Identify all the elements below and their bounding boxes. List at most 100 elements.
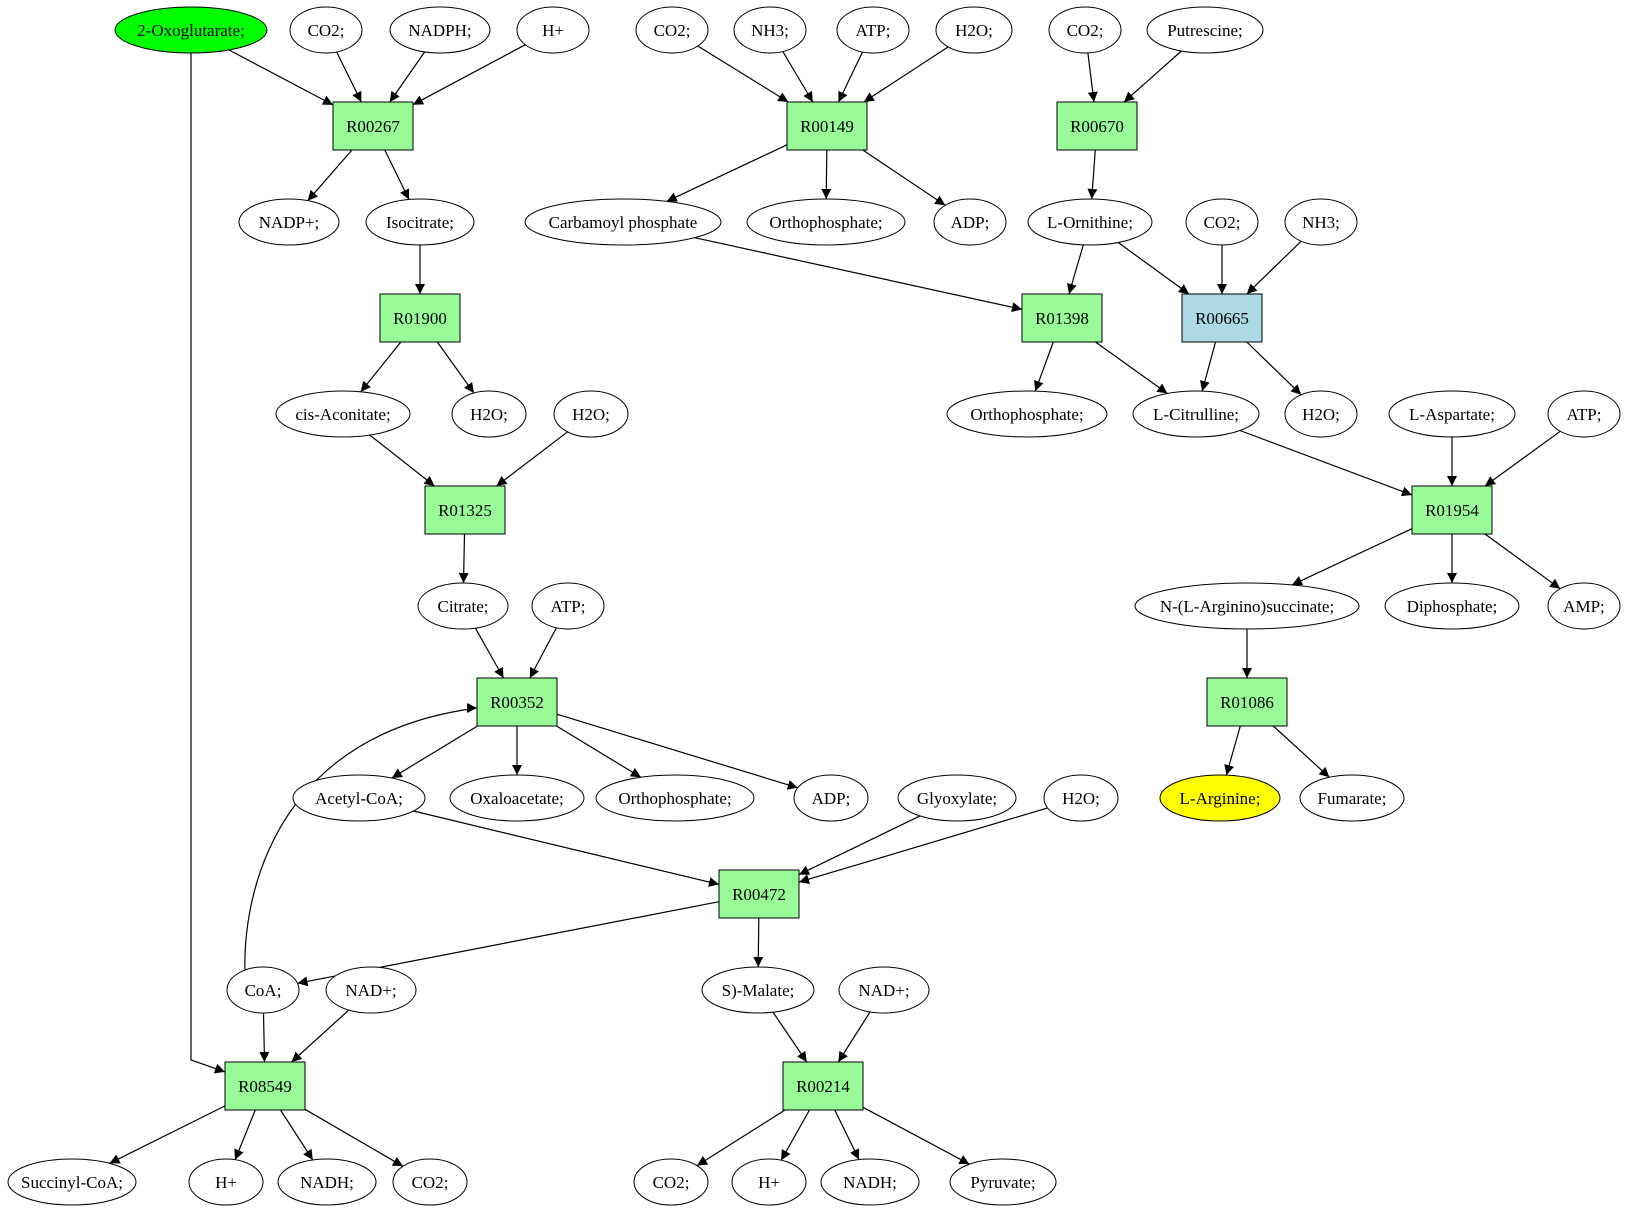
node-label: H2O; [1302,405,1340,424]
edge-c_h2o_a-to-r_R00149 [863,46,949,103]
compound-ellipse [1132,390,1260,438]
reaction-box [782,1061,864,1111]
compound-ellipse [1146,6,1264,54]
node-label: Isocitrate; [386,213,454,232]
compound-node-c_hplus_b: H+ [188,1158,264,1206]
compound-node-c_atp_a: ATP; [836,6,910,54]
node-label: NH3; [751,21,789,40]
compound-node-c_nh3_a: NH3; [733,6,807,54]
reaction-box [1021,293,1103,343]
edge-r_R00670-to-c_ornithine [1087,149,1098,200]
edge-c_citrate-to-r_R00352 [474,627,505,679]
node-label: L-Arginine; [1180,789,1261,808]
edge-c_nadplus_a-to-r_R08549 [291,1009,350,1063]
reaction-node-r_R00352: R00352 [476,677,558,727]
compound-ellipse [1547,582,1621,630]
compound-node-c_aspartate: L-Aspartate; [1388,390,1516,438]
compound-node-c_nh3_b: NH3; [1284,198,1358,246]
node-label: CoA; [245,981,282,1000]
compound-ellipse [114,6,268,54]
compound-ellipse [1027,198,1153,246]
edge-c_co2_b-to-r_R00149 [697,45,789,103]
node-label: H+ [758,1173,780,1192]
compound-ellipse [417,582,509,630]
edge-r_R00665-to-c_h2o_d [1246,341,1302,396]
compound-ellipse [449,774,585,822]
compound-node-c_h2o_d: H2O; [1284,390,1358,438]
compound-node-c_h2o_a: H2O; [935,6,1013,54]
reaction-node-r_R01954: R01954 [1411,485,1493,535]
node-label: R00665 [1195,309,1249,328]
edge-c_carbamoyl-to-r_R01398 [694,237,1023,313]
edge-c_co2_c-to-r_R00670 [1087,52,1098,103]
compound-ellipse [1284,198,1358,246]
compound-ellipse [746,198,906,246]
edge-r_R00472-to-c_smalate [753,917,764,968]
compound-ellipse [836,6,910,54]
edge-c_putrescine-to-r_R00670 [1123,50,1182,103]
compound-ellipse [820,1158,920,1206]
edge-r_R01954-to-c_argsucc [1291,528,1413,586]
reaction-box [1206,677,1288,727]
compound-ellipse [1134,582,1360,630]
edge-r_R08549-to-c_hplus_b [234,1109,256,1160]
reaction-node-r_R01900: R01900 [379,293,461,343]
edge-c_atp_b-to-r_R01954 [1484,430,1561,487]
reaction-node-r_R00149: R00149 [786,101,868,151]
compound-node-c_diphosphate: Diphosphate; [1384,582,1520,630]
compound-node-c_h2o_c: H2O; [553,390,629,438]
edge-c_acetylcoa-to-r_R00472 [413,810,720,887]
compound-ellipse [793,774,869,822]
node-label: R00149 [800,117,854,136]
reaction-box [786,101,868,151]
reaction-node-r_R00670: R00670 [1056,101,1138,151]
edge-c_nh3_b-to-r_R00665 [1246,240,1302,295]
compound-node-c_argsucc: N-(L-Arginino)succinate; [1134,582,1360,630]
node-label: Oxaloacetate; [470,789,563,808]
node-label: Carbamoyl phosphate [549,213,698,232]
compound-ellipse [838,966,930,1014]
compound-node-c_co2_e: CO2; [392,1158,468,1206]
node-label: H2O; [470,405,508,424]
reaction-node-r_R00472: R00472 [718,869,800,919]
compound-node-c_nadplus_a: NAD+; [325,966,417,1014]
node-label: ADP; [812,789,851,808]
node-label: CO2; [1067,21,1104,40]
compound-node-c_hplus_c: H+ [731,1158,807,1206]
node-label: Citrate; [438,597,489,616]
compound-node-c_adp_b: ADP; [793,774,869,822]
node-label: H+ [542,21,564,40]
edge-r_R00267-to-c_isocitrate [384,149,410,200]
reaction-node-r_R08549: R08549 [224,1061,306,1111]
compound-ellipse [524,198,722,246]
compound-node-c_isocitrate: Isocitrate; [365,198,475,246]
node-label: NAD+; [345,981,396,1000]
edge-r_R00214-to-c_co2_f [696,1109,786,1167]
edge-r_R01398-to-c_orthop_b [1034,341,1054,392]
node-label: NADP+; [259,213,320,232]
compound-ellipse [7,1158,137,1206]
node-label: NADH; [300,1173,354,1192]
compound-ellipse [1299,774,1405,822]
compound-ellipse [292,774,426,822]
compound-ellipse [238,198,340,246]
reaction-node-r_R01086: R01086 [1206,677,1288,727]
edge-r_R01086-to-c_arginine [1224,725,1241,776]
compound-node-c_carbamoyl: Carbamoyl phosphate [524,198,722,246]
compound-node-c_orthop_b: Orthophosphate; [946,390,1108,438]
edge-c_cisaconitate-to-r_R01325 [369,434,435,487]
compound-node-c_ornithine: L-Ornithine; [1027,198,1153,246]
edge-r_R00665-to-c_citrulline [1199,341,1217,392]
node-label: ATP; [856,21,891,40]
compound-node-c_succinylcoa: Succinyl-CoA; [7,1158,137,1206]
edge-c_2oxo-to-r_R08549 [190,53,226,1074]
node-label: R01398 [1035,309,1089,328]
node-label: Succinyl-CoA; [21,1173,123,1192]
node-label: Glyoxylate; [917,789,997,808]
compound-node-c_pyruvate: Pyruvate; [949,1158,1057,1206]
compound-node-c_nadplus_b: NAD+; [838,966,930,1014]
edge-c_nadph-to-r_R00267 [389,51,426,103]
reaction-box [332,101,414,151]
compound-ellipse [325,966,417,1014]
compound-ellipse [531,582,605,630]
